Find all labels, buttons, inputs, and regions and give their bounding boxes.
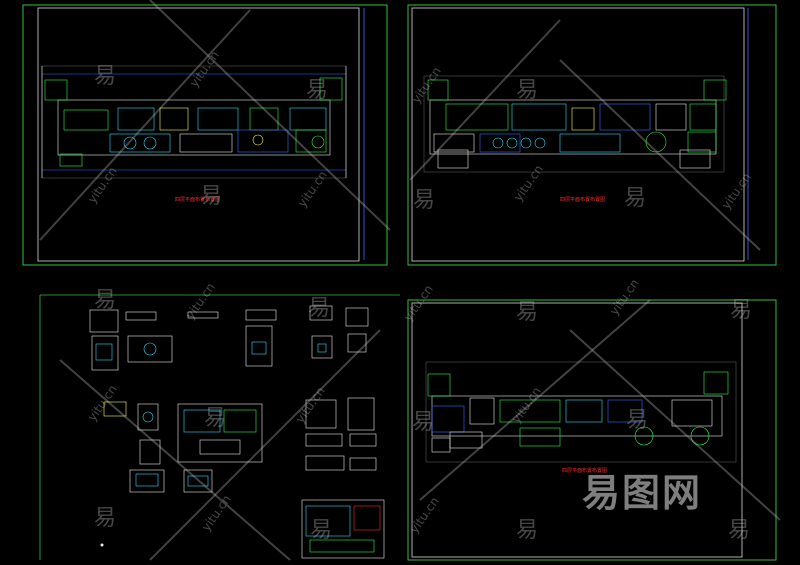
watermark-lines: [39, 0, 781, 561]
sheet-4-floor-plan: [425, 361, 737, 463]
sheet-3-details[interactable]: [39, 294, 400, 560]
detail-blocks: [89, 305, 385, 559]
sheet-4-outer-frame: [407, 299, 777, 561]
sheet-1-inner-frame: [37, 7, 360, 262]
sheet-4-inner-frame: [411, 302, 743, 558]
sheet-1[interactable]: [22, 4, 388, 266]
sheet-1-floor-plan: [41, 65, 347, 179]
sheet-2-floor-plan: [423, 75, 727, 173]
sheet-2-outer-frame: [407, 4, 777, 266]
sheet-1-title: 四层平面布置布置图: [175, 197, 221, 203]
sheet-2-inner-frame: [411, 7, 745, 262]
sheet-1-outer-frame: [22, 4, 388, 266]
sheet-4-title: 四层平面布置布置图: [562, 468, 608, 474]
sheet-2-title: 四层平面布置布置图: [560, 197, 606, 203]
sheet-4[interactable]: [407, 299, 777, 561]
sheet-2[interactable]: [407, 4, 777, 266]
brand-watermark: 易图网: [582, 471, 703, 515]
